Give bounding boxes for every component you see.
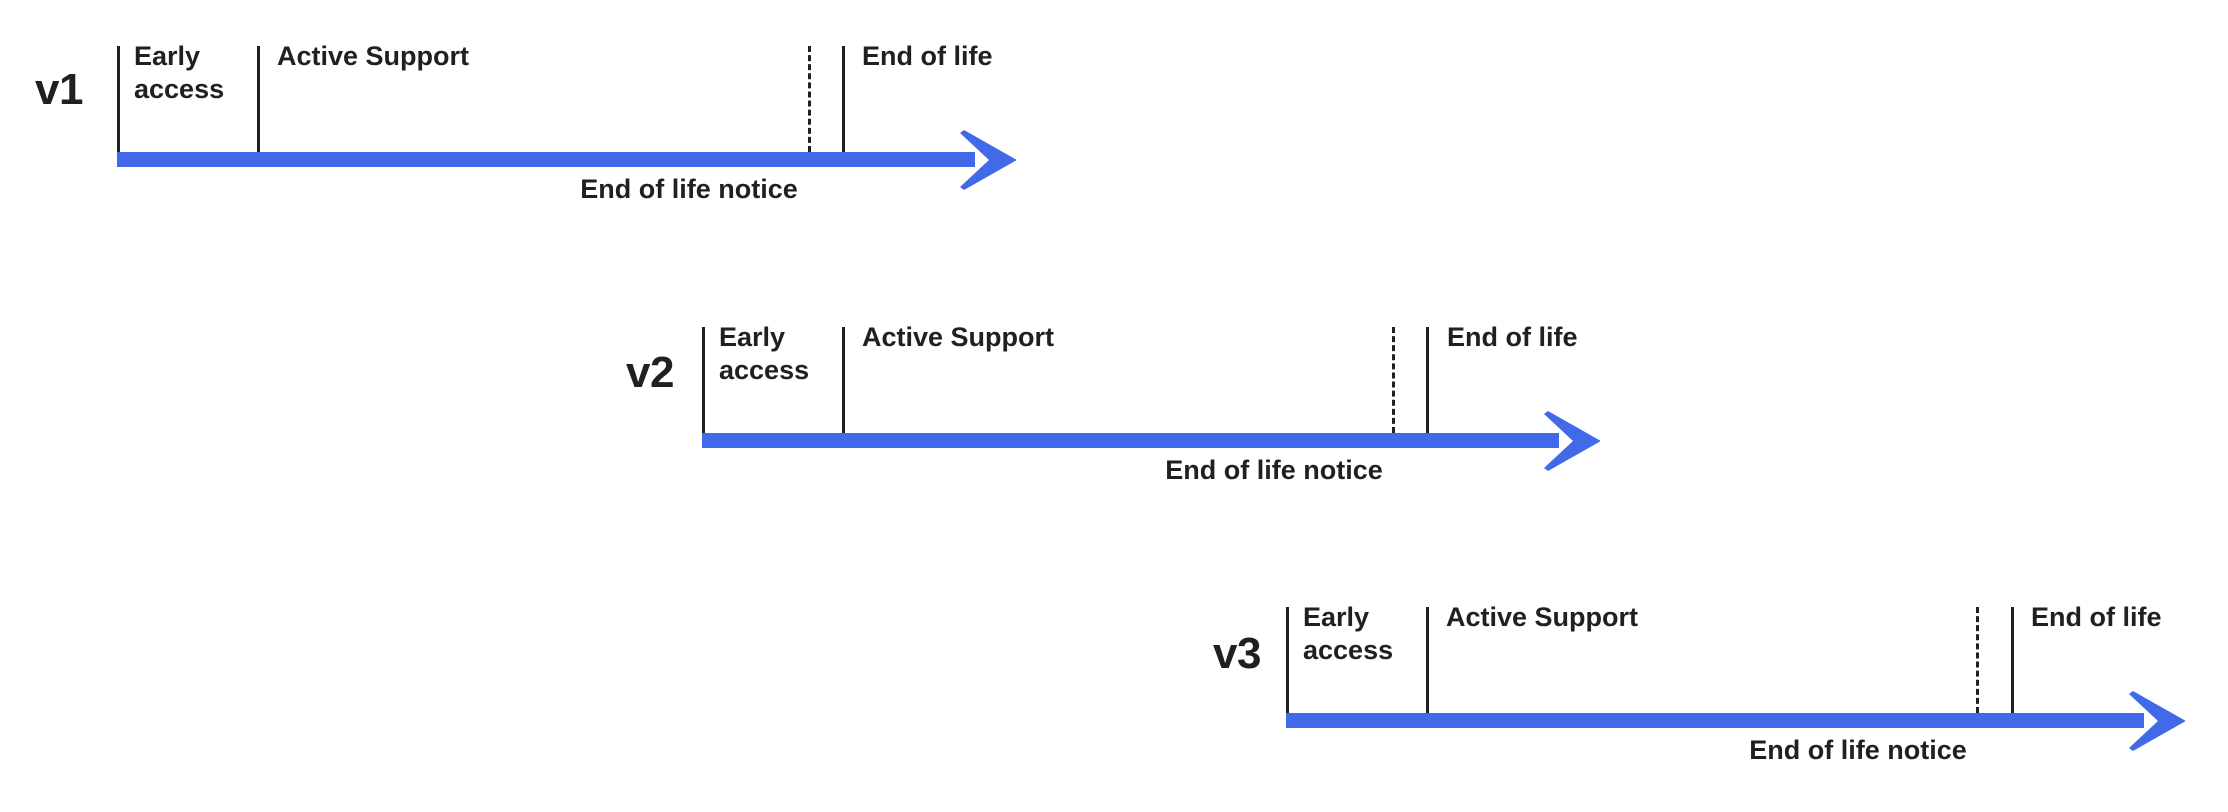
- tick-start-of-end-of-life: [842, 46, 845, 152]
- phase-label: Active Support: [862, 322, 1055, 352]
- tick-start-of-end-of-life: [1426, 327, 1429, 433]
- tick-start-of-active-support: [1426, 607, 1429, 713]
- phase-label: End of life: [2031, 602, 2162, 632]
- timeline-bar: [702, 433, 1559, 448]
- phase-label: Active Support: [1446, 602, 1639, 632]
- timeline-bar: [1286, 713, 2144, 728]
- version-label-v1: v1: [35, 65, 83, 114]
- end-of-life-notice-label: End of life notice: [580, 174, 798, 204]
- tick-start-of-early-access: [1286, 607, 1289, 713]
- end-of-life-notice-label: End of life notice: [1749, 735, 1967, 765]
- tick-start-of-active-support: [257, 46, 260, 152]
- phase-label: End of life: [862, 41, 993, 71]
- tick-end-of-life-notice-marker: [1392, 327, 1395, 433]
- version-label-v2: v2: [626, 348, 674, 397]
- phase-label: End of life: [1447, 322, 1578, 352]
- version-label-v3: v3: [1213, 629, 1261, 678]
- tick-start-of-early-access: [702, 327, 705, 433]
- phase-label: Active Support: [277, 41, 470, 71]
- phase-label: Early access: [719, 322, 810, 385]
- phase-label: Early access: [1303, 602, 1394, 665]
- tick-end-of-life-notice-marker: [808, 46, 811, 152]
- end-of-life-notice-label: End of life notice: [1165, 455, 1383, 485]
- tick-start-of-early-access: [117, 46, 120, 152]
- tick-end-of-life-notice-marker: [1976, 607, 1979, 713]
- phase-label: Early access: [134, 41, 225, 104]
- tick-start-of-active-support: [842, 327, 845, 433]
- tick-start-of-end-of-life: [2011, 607, 2014, 713]
- timeline-bar: [117, 152, 975, 167]
